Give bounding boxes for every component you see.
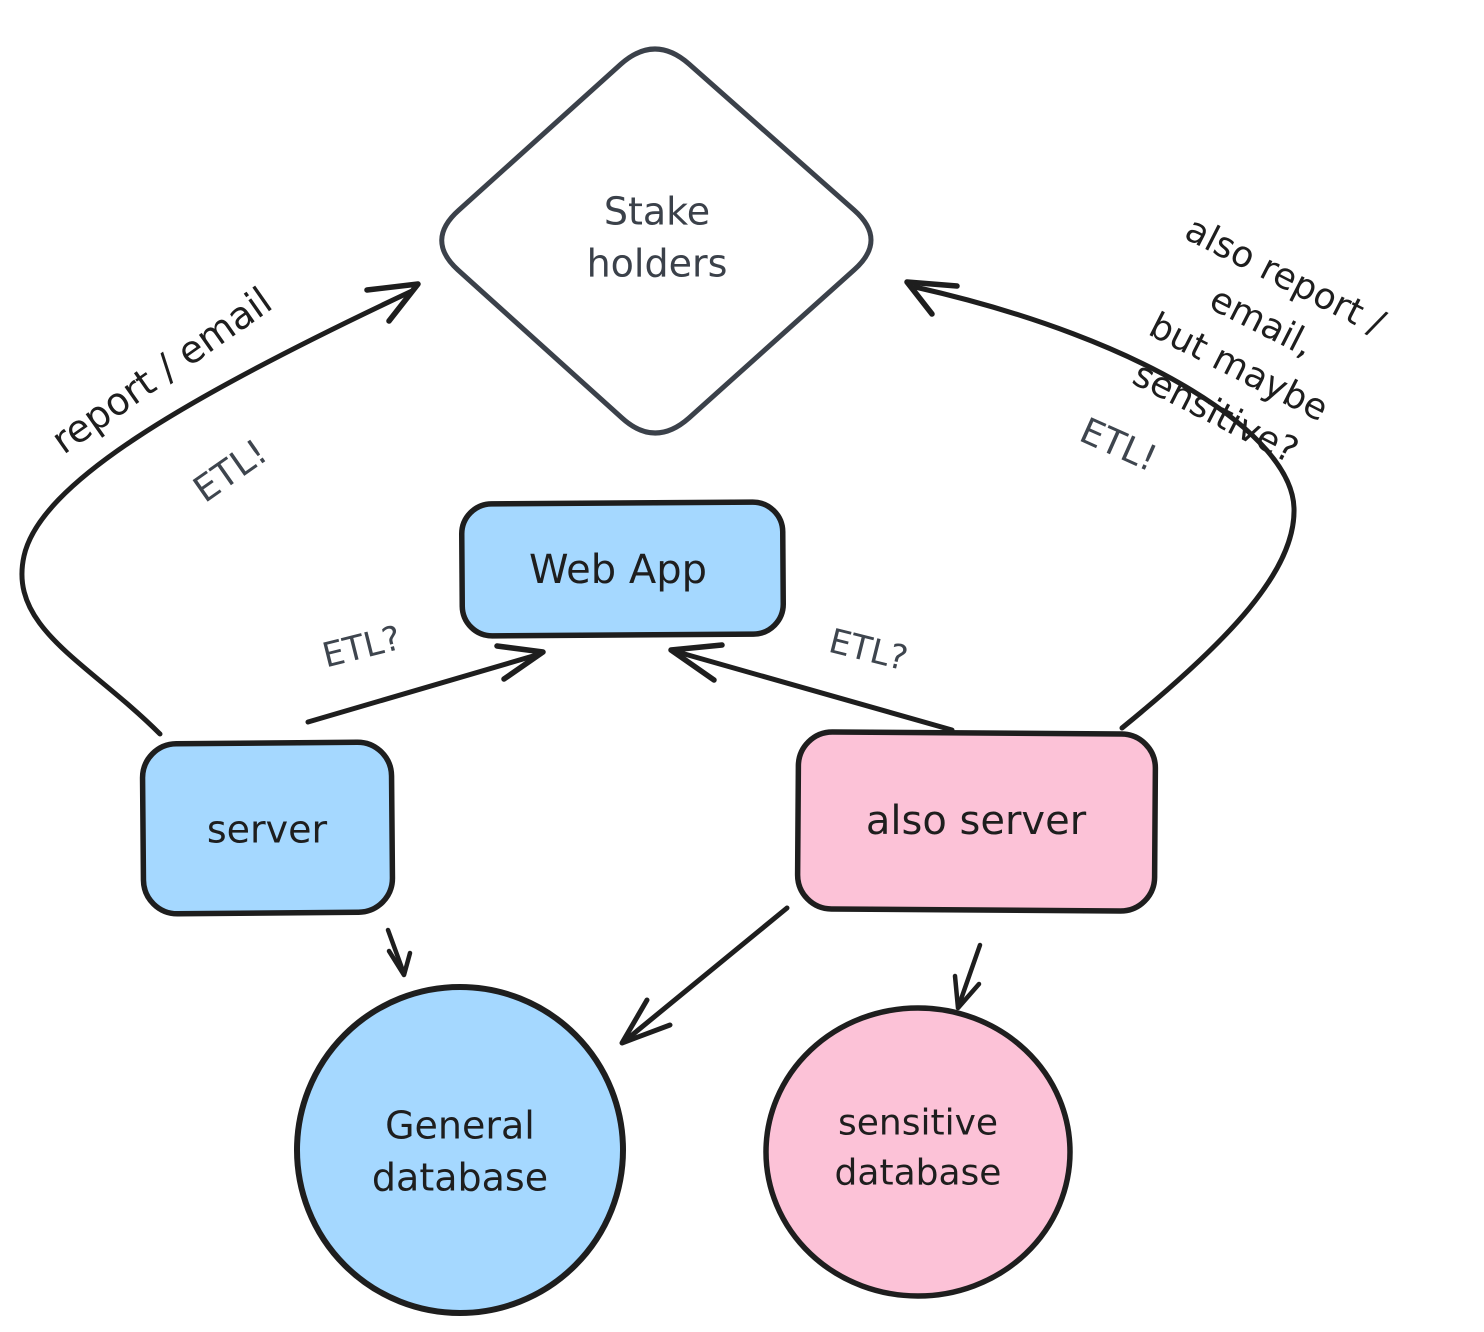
also-server-shape [794, 729, 1159, 914]
sensitive-db-label: sensitive database [834, 1102, 1002, 1193]
sensitive-db-shape [763, 1005, 1073, 1299]
arrow-also-server-to-web-app [671, 648, 955, 733]
web-app-shape [459, 499, 786, 639]
web-app-label: Web App [528, 547, 708, 593]
server-label: server [206, 807, 328, 852]
arrow-server-to-stakeholders [19, 288, 415, 737]
general-db-shape [294, 984, 626, 1316]
arrowhead-also-server-to-web-app [668, 642, 725, 683]
arrowhead-also-server-to-general-db [619, 997, 673, 1046]
arrow-also-server-to-general-db [623, 905, 790, 1043]
arrowhead-server-to-web-app [494, 643, 546, 682]
arrowhead-also-server-to-stakeholders [904, 279, 960, 317]
arrow-also-server-to-sensitive-db [956, 942, 983, 1008]
general-db-label: General database [371, 1103, 549, 1200]
arrow-server-to-general-db [385, 927, 406, 974]
also-server-label: also server [865, 798, 1087, 844]
stakeholders-label: Stake holders [586, 189, 728, 286]
arrowhead-also-server-to-sensitive-db [952, 973, 982, 1011]
server-shape [139, 739, 396, 917]
arrowhead-server-to-general-db [386, 948, 413, 978]
arrow-also-server-to-stakeholders [912, 284, 1297, 731]
stakeholders-diamond-shape [439, 46, 874, 436]
arrow-server-to-web-app [305, 651, 543, 725]
arrowhead-server-to-stakeholders [364, 281, 421, 324]
